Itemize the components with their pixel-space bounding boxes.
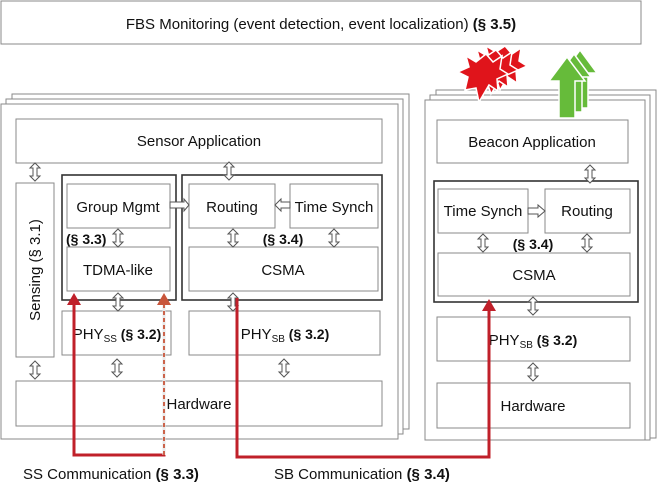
hardware-label: Hardware [166,396,231,413]
ss-communication-label: SS Communication (§ 3.3) [23,466,199,483]
group-mgmt-box [66,183,171,229]
event-report-arrows [456,44,599,119]
time-synch-label: Time Synch [295,199,374,216]
beacon-application-box [436,119,629,164]
tdma-label: TDMA-like [83,262,153,279]
beacon-phy-sb-box [436,316,631,362]
beacon-application-label: Beacon Application [468,134,596,151]
arrow-timesynch-routing [274,197,291,213]
group-mgmt-ref: (§ 3.3) [66,231,106,247]
sb-link-line [235,298,491,459]
green-arrow-front [547,55,587,119]
group-mgmt-label: Group Mgmt [76,199,160,216]
ss-link-dashed-arrowhead [157,293,171,305]
beacon-routing-box [544,188,631,234]
sensor-node: Sensor Application Sensing (§ 3.1) Group… [0,93,410,440]
sb-stack-group [181,174,383,301]
beacon-csma-box [437,252,631,297]
sensing-box [15,182,55,358]
beacon-stack-ref: (§ 3.4) [513,236,553,252]
fbs-monitoring-label: FBS Monitoring (event detection, event l… [126,16,516,33]
csma-box [188,246,379,292]
routing-label: Routing [206,199,258,216]
phy-sb-label: PHYSB (§ 3.2) [241,326,330,345]
beacon-time-synch-label: Time Synch [444,203,523,220]
csma-label: CSMA [261,262,304,279]
beacon-routing-label: Routing [561,203,613,220]
sensor-application-box [15,118,383,164]
fbs-monitoring-box [0,0,642,45]
phy-ss-box [61,310,172,356]
routing-box [188,183,276,229]
sensor-application-label: Sensor Application [137,133,261,150]
phy-sb-box [188,310,381,356]
beacon-node: Beacon Application Time Synch Routing (§… [424,89,657,441]
tdma-box [66,246,171,292]
hardware-box [15,380,383,427]
red-arrow-front [456,52,510,105]
sb-stack-ref: (§ 3.4) [263,231,303,247]
beacon-hardware-label: Hardware [500,398,565,415]
fbs-monitoring-bar: FBS Monitoring (event detection, event l… [0,0,642,45]
beacon-phy-sb-label: PHYSB (§ 3.2) [489,332,578,351]
ss-link-arrowhead [67,293,81,305]
phy-ss-label: PHYSS (§ 3.2) [73,326,162,345]
sb-link-arrowhead [482,299,496,311]
communication-links [67,293,496,459]
sensing-label: Sensing (§ 3.1) [27,219,44,321]
beacon-csma-label: CSMA [512,267,555,284]
arrow-groupmgmt-routing [169,197,190,213]
arrow-beacon-timesynch-routing [527,203,546,219]
beacon-hardware-box [436,382,631,429]
sb-communication-label: SB Communication (§ 3.4) [274,466,450,483]
